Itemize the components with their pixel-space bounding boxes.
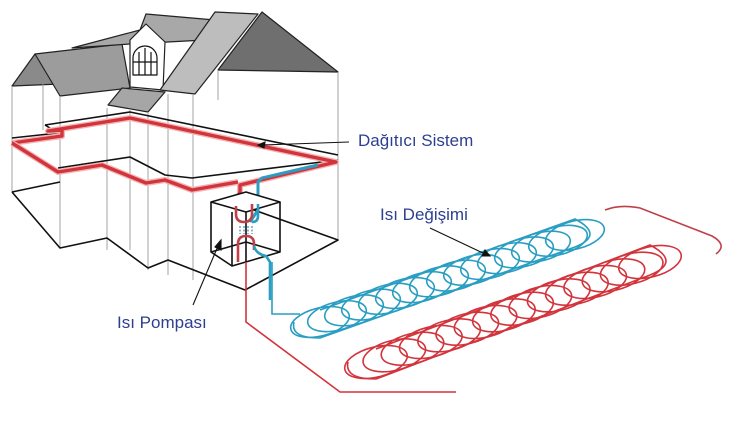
ground-loop-leads	[245, 262, 456, 393]
roof-left-plane	[34, 43, 131, 97]
heat-pump-internal-pipes	[234, 204, 272, 300]
coil-loop	[343, 344, 409, 380]
ground-loop-cold-coil	[289, 218, 606, 339]
heat-pump-arrowhead	[214, 238, 222, 251]
ground-loop-return	[604, 205, 722, 255]
coil-loop	[306, 299, 368, 333]
heat-pump-unit	[210, 191, 281, 267]
distribution-pipe-cold	[248, 163, 319, 223]
label-distribution-system: Dağıtıcı Sistem	[358, 131, 474, 150]
dormer-window	[132, 45, 158, 76]
coil-loop	[617, 244, 683, 280]
label-arrows	[192, 141, 492, 306]
floor-outlines	[11, 111, 339, 291]
heat-exchange-arrowhead	[481, 249, 492, 257]
distribution-pipe-hot	[10, 115, 339, 207]
distribution-leader-line	[261, 141, 350, 146]
roof-right-gable	[217, 11, 339, 73]
house-roof	[11, 11, 339, 113]
heat-exchange-leader-line	[429, 227, 486, 255]
roof-porch	[107, 87, 166, 113]
coil-loop	[289, 305, 351, 339]
coil-loop	[527, 224, 589, 258]
coil-rail	[292, 218, 591, 339]
label-heat-exchange: Isı Değişimi	[380, 205, 468, 224]
roof-front-slope	[159, 11, 259, 95]
distribution-arrowhead	[256, 141, 266, 149]
heat-pump-leader-line	[192, 245, 219, 306]
ground-loop-hot-coil	[343, 244, 683, 380]
coil-loop	[544, 218, 606, 252]
label-heat-pump: Isı Pompası	[117, 313, 207, 332]
coil-rail	[346, 244, 667, 380]
